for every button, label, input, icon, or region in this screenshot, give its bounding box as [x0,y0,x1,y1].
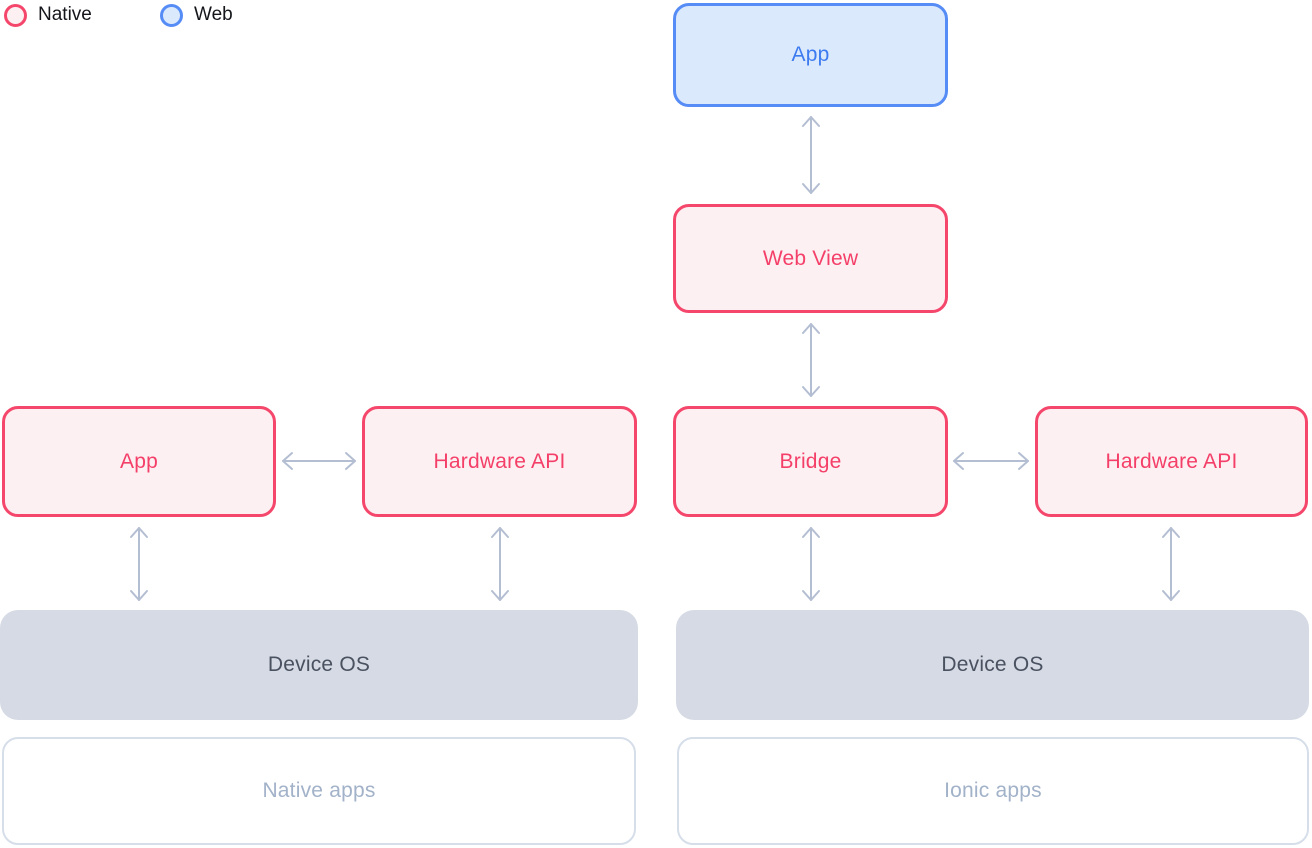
ionic-hardware-api-box: Hardware API [1035,406,1308,517]
native-device-os-label: Device OS [267,653,371,676]
legend-item-web: Web [160,2,233,28]
native-apps-caption-box: Native apps [2,737,636,845]
web-legend-swatch-icon [160,3,183,27]
native-legend-swatch-icon [4,3,27,27]
native-apps-caption: Native apps [262,779,376,802]
ionic-device-os-label: Device OS [941,653,1044,676]
web-view-label: Web View [762,246,859,270]
arrow-bridge-deviceos-icon [799,525,823,603]
arrow-webview-bridge-icon [799,321,823,399]
arrow-nativeapp-hardwareapi-icon [280,449,358,473]
legend-label-web: Web [194,4,233,25]
ionic-apps-caption-box: Ionic apps [677,737,1309,845]
ionic-app-label: App [791,43,830,66]
native-hardware-api-box: Hardware API [362,406,637,517]
native-hardware-api-label: Hardware API [433,449,566,473]
bridge-label: Bridge [779,449,842,473]
bridge-box: Bridge [673,406,948,517]
native-device-os-box: Device OS [0,610,638,720]
ionic-device-os-box: Device OS [676,610,1309,720]
ionic-app-box: App [673,3,948,107]
ionic-hardware-api-label: Hardware API [1105,449,1238,473]
arrow-native-hardwareapi-deviceos-icon [488,525,512,603]
arrow-bridge-hardwareapi-icon [951,449,1031,473]
arrow-app-webview-icon [799,114,823,196]
native-app-label: App [120,449,158,473]
legend-label-native: Native [38,4,92,25]
web-view-box: Web View [673,204,948,313]
ionic-apps-caption: Ionic apps [944,779,1042,802]
arrow-ionic-hardwareapi-deviceos-icon [1159,525,1183,603]
legend-item-native: Native [4,2,92,28]
arrow-nativeapp-deviceos-icon [127,525,151,603]
native-app-box: App [2,406,276,517]
